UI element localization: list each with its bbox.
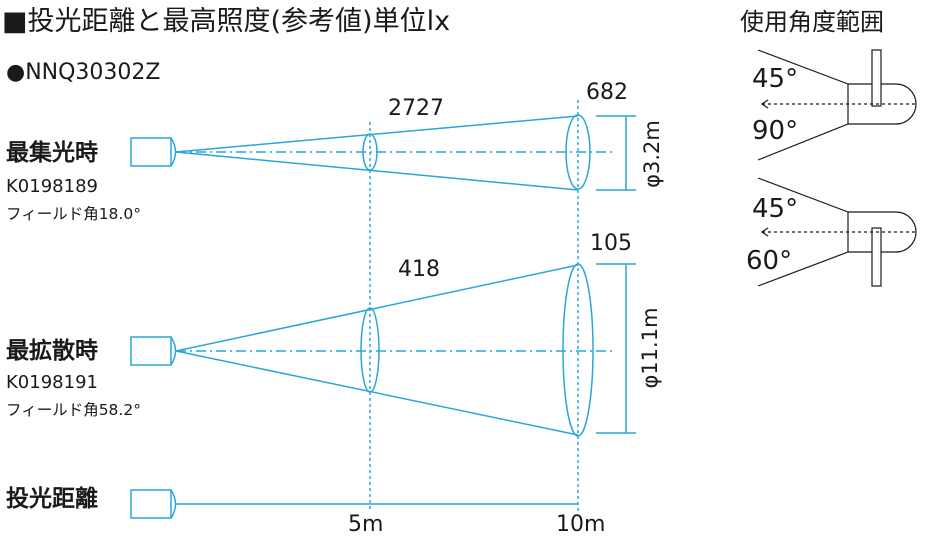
beam-section-10m-diffused [562,263,594,437]
angle-bottom-down: 60° [746,246,793,276]
distance-label-5m: 5m [348,512,384,537]
lux-10m-diffused: 105 [590,231,632,256]
lux-5m-diffused: 418 [398,257,440,282]
page-title: ■投光距離と最高照度(参考値)単位lx [2,6,451,37]
usage-angle-bottom [757,177,917,287]
usage-range-title: 使用角度範囲 [740,8,884,36]
distance-label-10m: 10m [556,512,606,537]
usage-angle-top [757,49,917,161]
mode-code-focused: K0198189 [6,176,98,197]
beam-focused [130,114,636,191]
throw-distance [130,489,578,519]
usage-angle-icons [757,49,917,287]
field-angle-diffused: フィールド角58.2° [6,401,141,419]
lux-5m-focused: 2727 [388,96,444,121]
beam-diffused [130,263,636,437]
mode-label-focused: 最集光時 [6,140,98,166]
mode-label-diffused: 最拡散時 [6,338,98,364]
fixture-diffused [130,336,172,366]
model-number: ●NNQ30302Z [6,60,161,85]
fixture-throw [130,489,172,519]
angle-bottom-up: 45° [752,194,799,224]
lux-10m-focused: 682 [586,80,628,105]
fixture-focused [130,137,172,167]
field-angle-focused: フィールド角18.0° [6,205,141,223]
mode-label-throw: 投光距離 [6,486,98,512]
angle-top-down: 90° [752,116,799,146]
angle-top-up: 45° [752,64,799,94]
mode-code-diffused: K0198191 [6,372,98,393]
